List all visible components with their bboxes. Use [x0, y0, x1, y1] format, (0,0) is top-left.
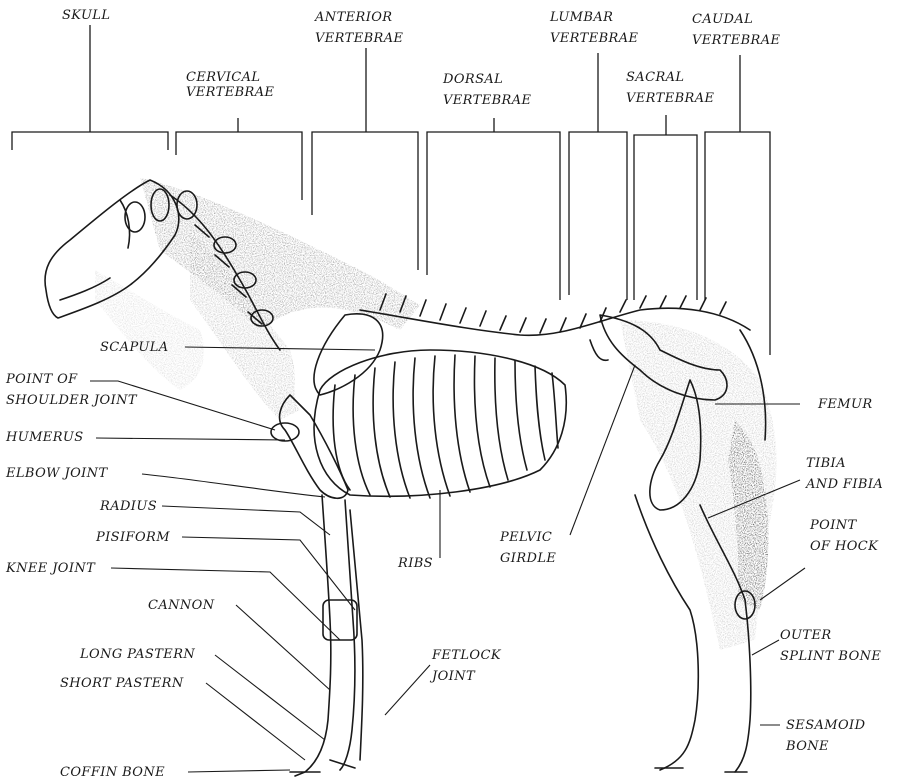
hind-leg: [635, 495, 698, 770]
label-elbow-joint: ELBOW JOINT: [6, 466, 108, 481]
label-femur: FEMUR: [818, 397, 873, 412]
label-cannon: CANNON: [148, 598, 215, 613]
front-leg: [295, 495, 331, 776]
label-long-pastern: LONG PASTERN: [80, 647, 195, 662]
label-scapula: SCAPULA: [100, 340, 169, 355]
label-skull: SKULL: [62, 8, 110, 23]
label-pisiform: PISIFORM: [96, 530, 170, 545]
stipple-shading: [95, 178, 777, 650]
label-humerus: HUMERUS: [6, 430, 84, 445]
label-coffin-bone: COFFIN BONE: [60, 765, 165, 780]
ribcage: [314, 350, 566, 496]
label-knee-joint: KNEE JOINT: [6, 561, 95, 576]
label-radius: RADIUS: [100, 499, 157, 514]
label-ribs: RIBS: [398, 556, 433, 571]
label-short-pastern: SHORT PASTERN: [60, 676, 184, 691]
